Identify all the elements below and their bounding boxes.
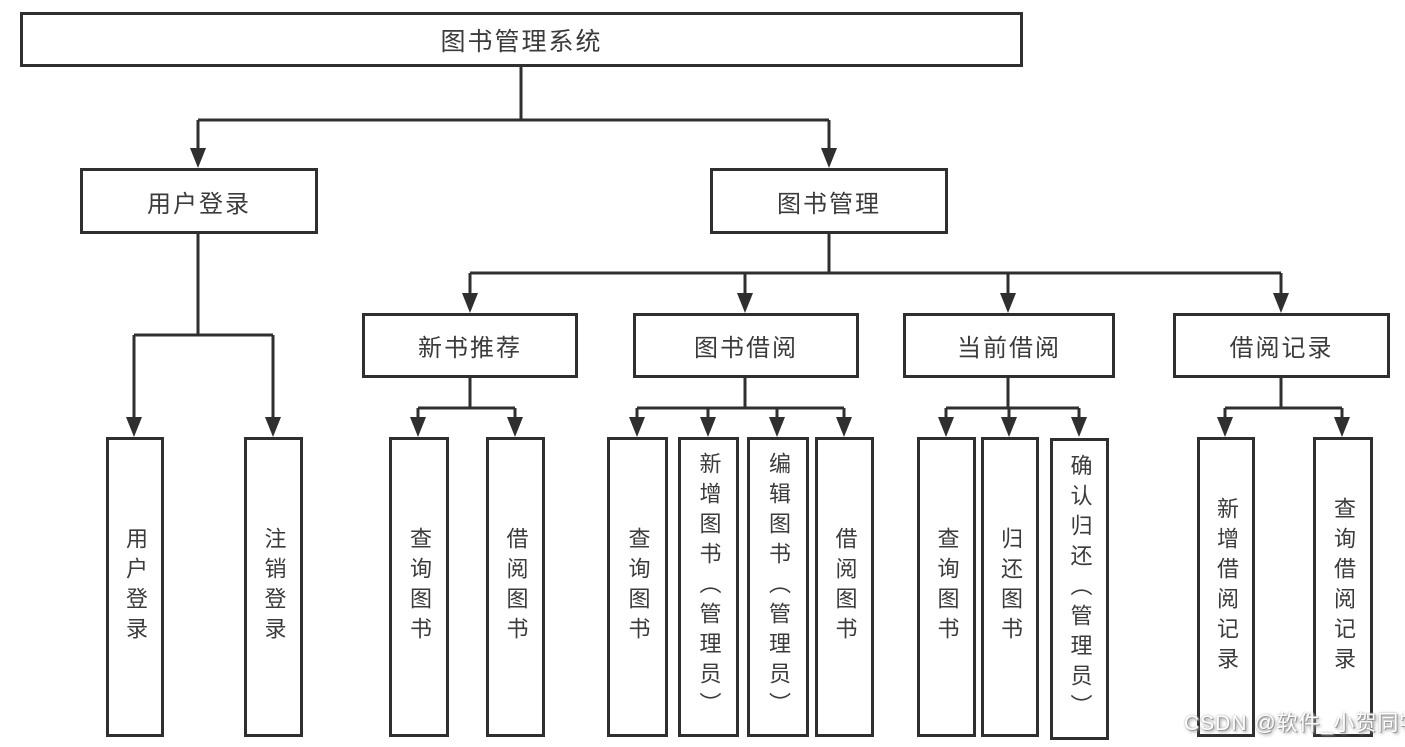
leaf-current-query-books: 查询图书 (917, 437, 976, 737)
node-label: 用户登录 (147, 190, 251, 218)
node-library-system: 图书管理系统 (20, 12, 1023, 67)
leaf-add-borrow-record: 新增借阅记录 (1197, 437, 1255, 737)
arrowhead (1273, 293, 1289, 313)
leaf-label: 编辑图书（管理员） (766, 452, 791, 722)
node-label: 新书推荐 (418, 335, 522, 362)
leaf-borrowing-borrow-books: 借阅图书 (815, 437, 874, 737)
node-new-book-recommendation: 新书推荐 (362, 313, 578, 378)
arrowhead (1334, 417, 1350, 437)
leaf-query-borrow-record: 查询借阅记录 (1313, 437, 1373, 737)
leaf-edit-book-admin: 编辑图书（管理员） (747, 437, 809, 737)
arrowhead (462, 293, 478, 313)
leaf-label: 归还图书 (998, 527, 1023, 647)
node-label: 借阅记录 (1229, 335, 1334, 362)
arrowhead (821, 148, 837, 168)
arrowhead (410, 417, 426, 437)
leaf-label: 新增借阅记录 (1214, 497, 1239, 677)
arrowhead (190, 148, 206, 168)
node-label: 图书管理系统 (440, 27, 603, 56)
leaf-label: 注销登录 (261, 527, 287, 647)
node-borrowing-records: 借阅记录 (1173, 313, 1390, 378)
arrowhead (737, 293, 753, 313)
leaf-return-book: 归还图书 (981, 437, 1039, 737)
leaf-label: 用户登录 (123, 527, 148, 647)
arrowhead (836, 417, 852, 437)
arrowhead (1071, 417, 1087, 437)
node-label: 当前借阅 (957, 335, 1061, 362)
node-book-management: 图书管理 (710, 168, 948, 234)
leaf-user-login: 用户登录 (106, 437, 164, 737)
leaf-label: 借阅图书 (503, 527, 529, 647)
leaf-label: 查询图书 (934, 527, 960, 647)
node-label: 图书借阅 (694, 335, 798, 362)
leaf-add-book-admin: 新增图书（管理员） (678, 437, 739, 737)
arrowhead (507, 417, 523, 437)
leaf-recommend-query-books: 查询图书 (389, 437, 449, 737)
node-current-borrowing: 当前借阅 (903, 313, 1115, 378)
node-label: 图书管理 (777, 190, 881, 218)
leaf-label: 确认归还（管理员） (1067, 454, 1093, 724)
leaf-label: 查询借阅记录 (1331, 497, 1356, 677)
leaf-label: 查询图书 (625, 527, 651, 647)
leaf-label: 借阅图书 (832, 527, 858, 647)
leaf-logout: 注销登录 (244, 437, 303, 737)
arrowhead (629, 417, 645, 437)
arrowhead (769, 417, 785, 437)
arrowhead (1217, 417, 1233, 437)
node-user-login: 用户登录 (80, 168, 318, 234)
arrowhead (126, 417, 142, 437)
leaf-recommend-borrow-books: 借阅图书 (486, 437, 545, 737)
arrowhead (265, 417, 281, 437)
watermark: CSDN @软件_小贺同学 (1184, 712, 1405, 735)
arrowhead (1001, 417, 1017, 437)
leaf-confirm-return-admin: 确认归还（管理员） (1050, 438, 1109, 740)
arrowhead (1000, 293, 1016, 313)
leaf-label: 查询图书 (407, 527, 432, 647)
node-book-borrowing: 图书借阅 (633, 313, 859, 378)
arrowhead (700, 417, 716, 437)
arrowhead (938, 417, 954, 437)
leaf-borrowing-query-books: 查询图书 (607, 437, 668, 737)
leaf-label: 新增图书（管理员） (696, 452, 722, 722)
